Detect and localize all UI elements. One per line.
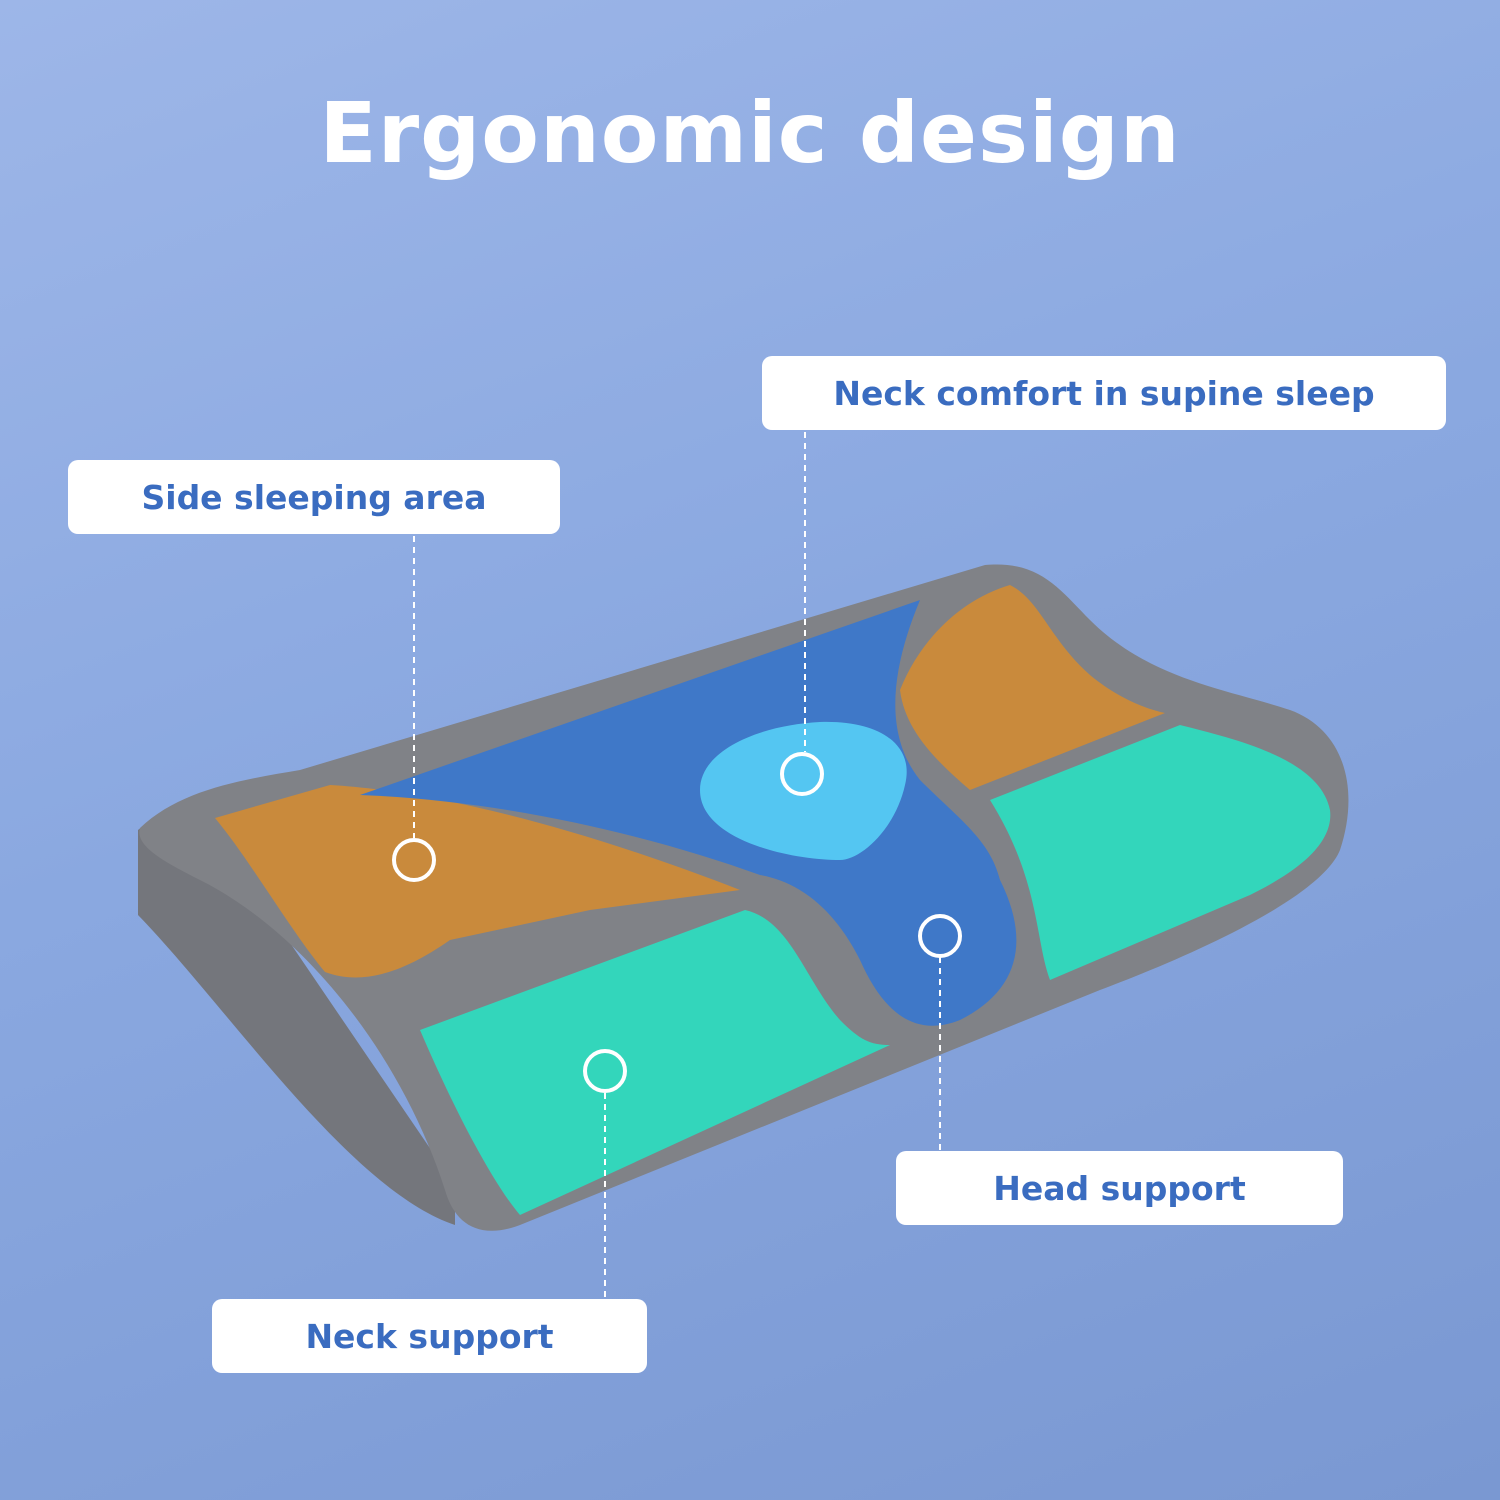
label-text: Neck comfort in supine sleep — [833, 373, 1375, 413]
marker-side — [392, 838, 436, 882]
label-text: Neck support — [305, 1316, 554, 1356]
teal-zone-right — [990, 725, 1331, 980]
label-neck-support: Neck support — [212, 1299, 647, 1373]
marker-head — [918, 914, 962, 958]
blue-zone — [360, 600, 1017, 1026]
orange-zone-right — [900, 585, 1165, 790]
label-text: Side sleeping area — [141, 477, 487, 517]
light-blue-zone — [700, 721, 907, 860]
label-head-support: Head support — [896, 1151, 1343, 1225]
orange-zone-left — [215, 785, 740, 978]
pillow-side — [138, 817, 455, 1225]
label-text: Head support — [993, 1168, 1246, 1208]
label-side-sleeping-area: Side sleeping area — [68, 460, 560, 534]
page-title: Ergonomic design — [319, 84, 1181, 182]
label-neck-comfort-supine: Neck comfort in supine sleep — [762, 356, 1446, 430]
teal-zone-bottom — [420, 910, 890, 1215]
marker-neck — [583, 1049, 627, 1093]
marker-neckc — [780, 752, 824, 796]
